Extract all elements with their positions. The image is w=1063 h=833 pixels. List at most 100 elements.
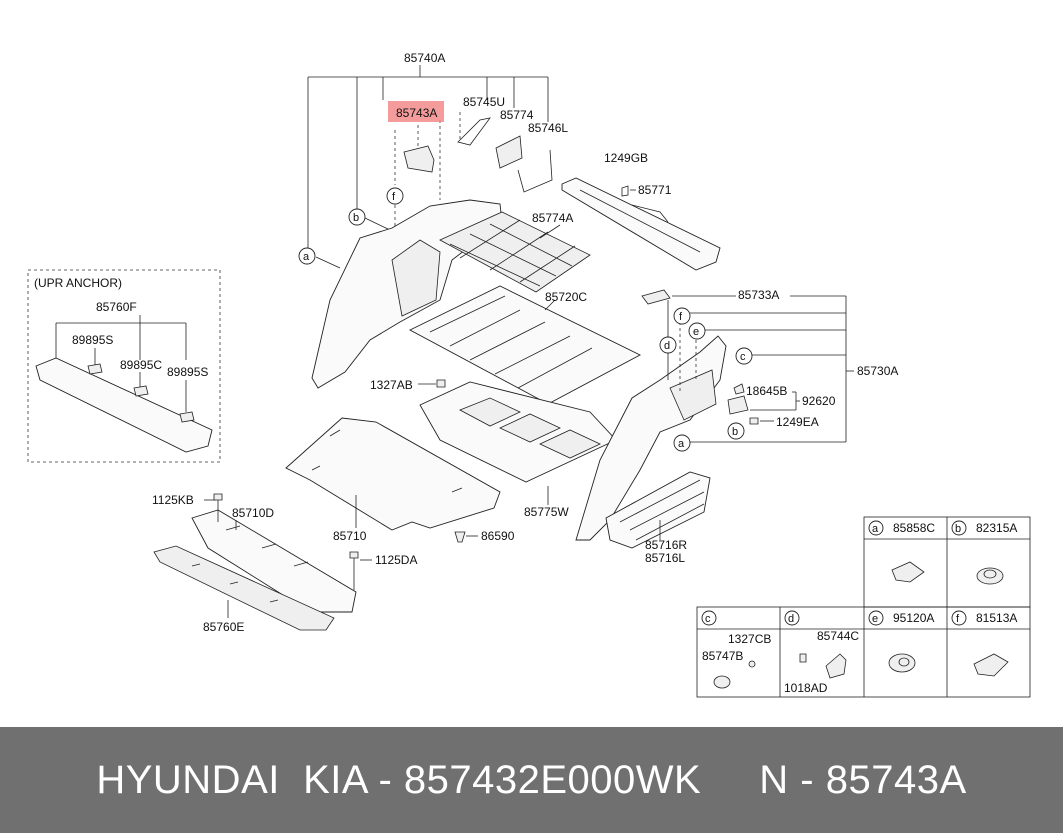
label-1249EA: 1249EA (776, 415, 819, 429)
callout-b-left: b (348, 208, 366, 226)
callout-f-right-text: f (679, 311, 683, 323)
label-85745U: 85745U (463, 95, 505, 109)
label-1249GB: 1249GB (604, 151, 648, 165)
part-85710-mat (285, 417, 501, 531)
part-85710D-holes (191, 525, 309, 603)
legend-c-button (713, 675, 731, 689)
callout-d-right-text: d (664, 340, 670, 352)
callout-c-right: c (735, 347, 753, 365)
legend-b-code: 82315A (976, 521, 1017, 535)
legend-c-code2: 85747B (702, 649, 743, 663)
callout-c-right-text: c (740, 351, 746, 363)
part-85775W-compartments (459, 397, 601, 459)
label-85774: 85774 (500, 108, 534, 122)
label-85733A: 85733A (738, 288, 779, 302)
legend-d-circle (784, 610, 800, 626)
legend-b-letter: b (955, 523, 961, 535)
legend-d-bracket (825, 653, 847, 679)
part-85771-detail2 (631, 204, 669, 223)
legend-a-clip (891, 561, 925, 583)
legend-e-circle (868, 610, 884, 626)
label-85775W: 85775W (524, 505, 569, 519)
part-85740A-pocket (391, 239, 441, 317)
part-85716-detail (619, 479, 705, 541)
label-85716L: 85716L (645, 551, 685, 565)
part-18645B (733, 383, 745, 395)
label-18645B: 18645B (746, 384, 787, 398)
callout-f-left: f (386, 187, 404, 205)
label-85710: 85710 (333, 529, 367, 543)
label-86590: 86590 (481, 529, 515, 543)
part-85720C-ribs (429, 295, 593, 389)
part-1125DA (349, 551, 359, 559)
callout-d-right: d (659, 336, 677, 354)
part-85774A-net (439, 211, 591, 293)
leader-85774A (539, 224, 561, 239)
part-86590 (454, 531, 466, 543)
label-85710D: 85710D (232, 506, 274, 520)
legend-row2 (696, 606, 1031, 698)
part-85760F-strip (35, 357, 213, 453)
label-85760F: 85760F (96, 300, 137, 314)
footer-part-number: HYUNDAI KIA - 857432E000WK N - 85743A (96, 757, 967, 802)
callout-a-right: a (673, 434, 691, 452)
label-1125KB: 1125KB (152, 493, 194, 507)
legend-f-circle (951, 610, 967, 626)
legend-table: a 85858C b 82315A c 1327CB 85747B d 8574… (696, 516, 1031, 698)
legend-c-code1: 1327CB (728, 632, 771, 646)
label-85720C: 85720C (545, 290, 587, 304)
legend-d-code1: 85744C (817, 629, 859, 643)
callout-b-text: b (353, 212, 359, 224)
label-85760E: 85760E (203, 620, 244, 634)
legend-f-code: 81513A (976, 611, 1017, 625)
part-1327AB (436, 379, 446, 388)
label-92620: 92620 (802, 394, 836, 408)
label-1125DA: 1125DA (375, 553, 417, 567)
legend-d-bolt (799, 653, 807, 663)
part-1249EA (749, 417, 759, 425)
part-85733A (641, 289, 671, 305)
label-85730A: 85730A (857, 364, 898, 378)
legend-c-circle (701, 610, 717, 626)
legend-f-hook (973, 653, 1009, 677)
legend-d-code2: 1018AD (784, 681, 828, 695)
callout-a-text: a (303, 251, 310, 263)
parts-diagram: 85740A 85743A 85745U 85774 85746L 1249GB… (27, 51, 1031, 698)
upr-anchor-box (27, 269, 221, 463)
label-85743A: 85743A (396, 106, 437, 120)
legend-b-grommet (976, 567, 1004, 585)
part-85730A-pocket (669, 369, 717, 421)
leader-85720C (544, 299, 556, 311)
callout-f-text: f (392, 191, 396, 203)
part-85760E-strip (153, 545, 335, 631)
legend-e-letter: e (872, 613, 878, 625)
legend-a-code: 85858C (893, 521, 935, 535)
part-1249GB (621, 185, 629, 197)
highlight-85743A (388, 101, 444, 122)
label-85716R: 85716R (645, 538, 687, 552)
legend-d-letter: d (788, 613, 794, 625)
callout-a-right-text: a (678, 438, 685, 450)
part-85710-slots (311, 429, 463, 493)
part-85771-detail (579, 189, 701, 253)
part-85720C-board (409, 285, 641, 405)
legend-e-socket-inner (898, 657, 910, 667)
callout-b-right-text: b (732, 426, 738, 438)
legend-e-socket (888, 653, 916, 673)
part-1125KB (213, 493, 223, 501)
callout-a-left: a (298, 247, 316, 265)
part-85774A-mesh (449, 219, 576, 287)
footer-bar: HYUNDAI KIA - 857432E000WK N - 85743A (0, 727, 1063, 833)
label-89895C: 89895C (120, 358, 162, 372)
legend-c-nut (748, 660, 756, 668)
part-85745U (457, 117, 491, 146)
callout-e-right-text: e (693, 326, 699, 338)
part-85774-net (495, 135, 523, 169)
label-upr-anchor: (UPR ANCHOR) (34, 276, 122, 290)
callout-f-right: f (673, 307, 691, 325)
legend-f-letter: f (956, 613, 960, 625)
label-1327AB: 1327AB (370, 378, 413, 392)
label-85740A: 85740A (404, 51, 445, 65)
label-85746L: 85746L (528, 121, 568, 135)
